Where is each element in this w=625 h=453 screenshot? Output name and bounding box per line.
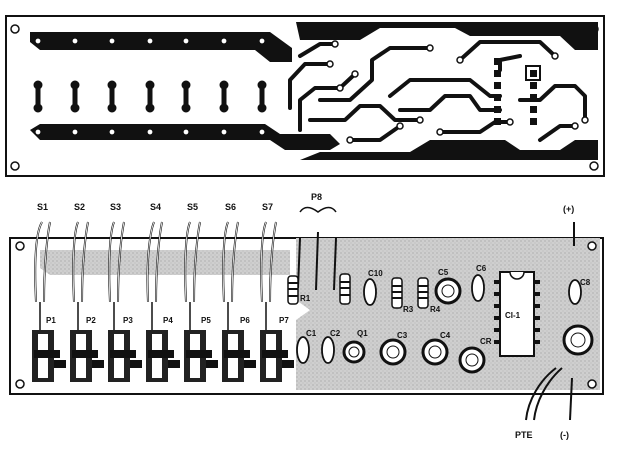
cap-c2: [321, 336, 335, 364]
switch-wire-highlights: [34, 221, 277, 303]
label-c4: C4: [440, 331, 451, 340]
ic-ci1: [494, 271, 540, 357]
label-c8: C8: [580, 278, 591, 287]
label-ci1: CI-1: [505, 311, 521, 320]
cap-c5: [434, 277, 462, 305]
label-r1: R1: [300, 294, 311, 303]
pad-column-3: [107, 80, 117, 113]
slide-pot-3: [108, 330, 142, 382]
slide-pot-5: [184, 330, 218, 382]
round-components: [342, 277, 594, 374]
label-minus: (-): [560, 430, 569, 440]
small-pads: [326, 40, 589, 144]
label-s7: S7: [262, 202, 273, 212]
switch-label-group: S1 S2 S3 S4 S5 S6 S7: [37, 202, 273, 212]
pot-leads: [39, 302, 267, 330]
label-s5: S5: [187, 202, 198, 212]
label-s6: S6: [225, 202, 236, 212]
label-q1: Q1: [357, 329, 368, 338]
mount-hole-c-top-right: [587, 241, 597, 251]
slide-pot-2: [70, 330, 104, 382]
resistor-bands: [288, 281, 428, 299]
copper-pour-top-right: [296, 22, 598, 50]
copper-pour-bottom-right: [300, 140, 598, 160]
transistor-q1: [342, 340, 366, 364]
label-s3: S3: [110, 202, 121, 212]
routed-traces: [288, 40, 587, 142]
label-p5: P5: [201, 316, 211, 325]
pad-column-2: [70, 80, 80, 113]
slide-pots: [32, 330, 294, 382]
label-c1: C1: [306, 329, 317, 338]
label-c10: C10: [368, 269, 383, 278]
mount-hole-top-left: [10, 24, 20, 34]
label-s1: S1: [37, 202, 48, 212]
pad-column-5: [181, 80, 191, 113]
label-p8: P8: [311, 192, 322, 202]
mount-hole-c-top-left: [15, 241, 25, 251]
label-c6: C6: [476, 264, 487, 273]
cap-c1: [296, 336, 310, 364]
pad-column-7: [257, 80, 267, 113]
capacitor-label-group: C1 C2 C3 C4 C5 C6 C8 C10: [306, 264, 591, 340]
pad-column-4: [145, 80, 155, 113]
pad-columns: [33, 80, 267, 113]
resistor-label-group: R1 R3 R4: [300, 294, 441, 314]
mount-hole-c-bottom-right: [587, 379, 597, 389]
cap-c6: [471, 274, 485, 302]
pad-column-6: [219, 80, 229, 113]
slide-pot-1: [32, 330, 66, 382]
slide-pot-4: [146, 330, 180, 382]
label-p7: P7: [279, 316, 289, 325]
mount-hole-c-bottom-left: [15, 379, 25, 389]
label-s2: S2: [74, 202, 85, 212]
component-layout-view: [9, 206, 604, 421]
bus-pads: [34, 37, 266, 136]
label-r3: R3: [403, 305, 414, 314]
label-p1: P1: [46, 316, 56, 325]
ceramic-caps: [296, 274, 582, 364]
cap-c3: [379, 338, 407, 366]
label-p4: P4: [163, 316, 173, 325]
cap-c4: [421, 338, 449, 366]
pot-label-group: P1 P2 P3 P4 P5 P6 P7: [46, 316, 289, 325]
label-p2: P2: [86, 316, 96, 325]
label-p6: P6: [240, 316, 250, 325]
round-components-inner: [348, 284, 586, 367]
ic-footprint: [494, 58, 541, 125]
cap-c8: [568, 279, 582, 305]
external-leads: [525, 222, 575, 421]
pad-column-1: [33, 80, 43, 113]
label-cr: CR: [480, 337, 492, 346]
cap-c10: [363, 278, 377, 306]
label-s4: S4: [150, 202, 161, 212]
cr-component: [458, 346, 486, 374]
mount-hole-bottom-left: [10, 161, 20, 171]
label-c3: C3: [397, 331, 408, 340]
label-plus: (+): [563, 204, 574, 214]
mount-hole-bottom-right: [589, 161, 599, 171]
label-r4: R4: [430, 305, 441, 314]
label-p3: P3: [123, 316, 133, 325]
silk-area-right: [296, 238, 600, 390]
slide-pot-6: [222, 330, 256, 382]
slide-pot-7: [260, 330, 294, 382]
silk-area-left: [40, 250, 290, 275]
cap-large: [562, 324, 594, 356]
label-pte: PTE: [515, 430, 533, 440]
copper-layout-view: [5, 15, 605, 177]
label-c5: C5: [438, 268, 449, 277]
label-c2: C2: [330, 329, 341, 338]
